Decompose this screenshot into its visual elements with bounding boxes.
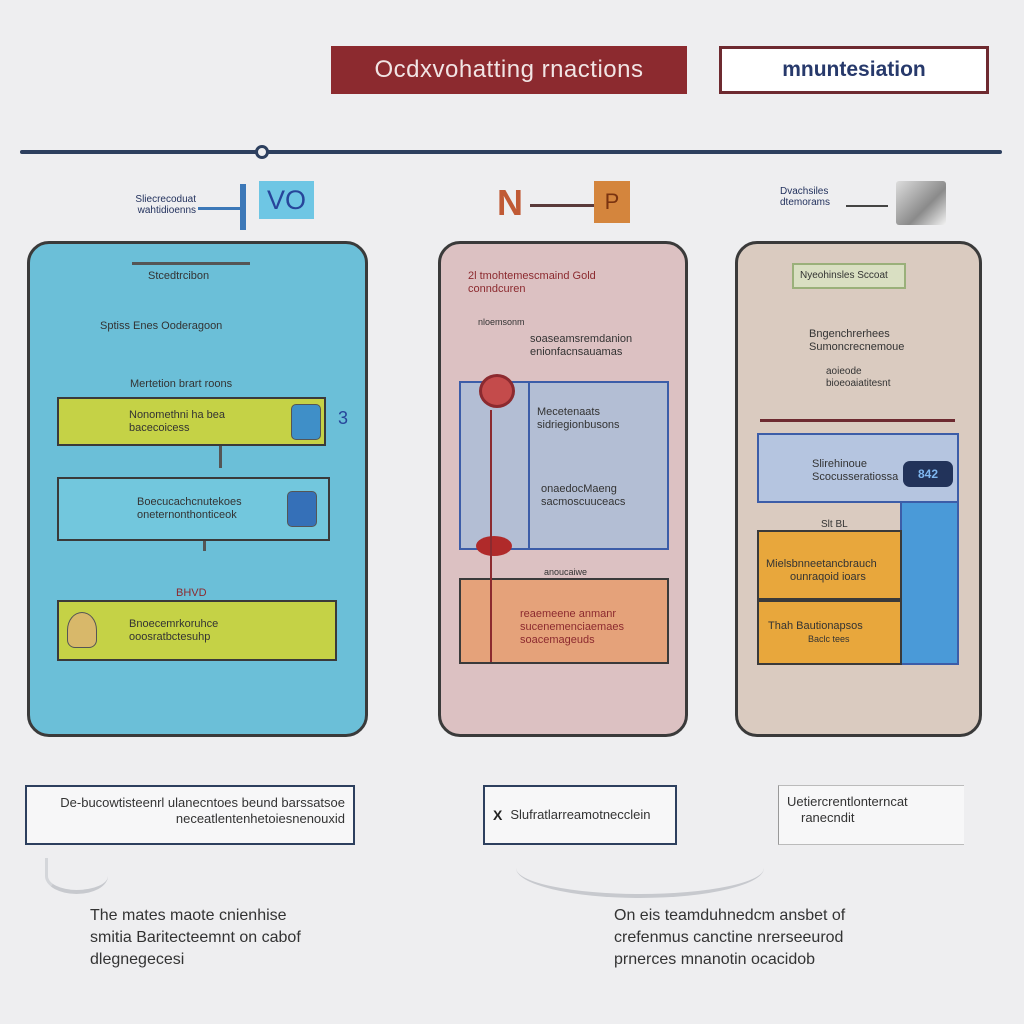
panel2-orange-box: [459, 578, 669, 664]
caption1-line1: De-bucowtisteenrl ulanecntoes beund bars…: [60, 795, 345, 810]
panel1-row-2: Boecucachcnutekoes oneternonthonticeok: [57, 477, 330, 541]
panel1-row2-line1: Boecucachcnutekoes: [137, 496, 242, 508]
diagram-title: Ocdxvohatting rnactions: [331, 46, 687, 94]
panel2-blue-box: [459, 381, 669, 550]
panel1-number: 3: [338, 408, 349, 428]
caption3-line2: ranecndit: [801, 810, 855, 825]
panel1-header-line: [132, 262, 250, 265]
panel3-orange-box-1: [757, 530, 902, 600]
panel2-box-text1-line1: Mecetenaats: [537, 406, 600, 418]
close-icon: X: [493, 807, 503, 823]
panel1-row2-line2: oneternonthonticeok: [137, 509, 237, 521]
panel1-row3-line2: ooosratbctesuhp: [129, 630, 211, 643]
panel3-display-screen: 842: [903, 461, 953, 487]
panel3-text2-line2: bioeoaiatitesnt: [826, 378, 891, 389]
caption3-line1: Uetiercrentlonterncat: [787, 794, 908, 809]
panel2-note: nloemsonm: [478, 317, 525, 327]
panel2-sub-line2: enionfacnsauamas: [530, 346, 623, 358]
panel3-text1-line1: Bngenchrerhees: [809, 328, 890, 340]
panel2-header-line1: 2l tmohtemescmaind Gold: [468, 270, 596, 282]
panel3-text-1: Bngenchrerhees Sumoncrecnemoue: [809, 328, 904, 354]
panel1-arrow-1: [219, 446, 222, 468]
panel3-header: Nyeohinsles Sccoat: [792, 263, 906, 289]
footer-left-line3: dlegnegecesi: [90, 951, 185, 968]
footer-left-line2: smitia Baritecteemnt on cabof: [90, 929, 301, 946]
timeline-bar: [20, 150, 1002, 154]
caption-2: X Slufratlarreamotnecclein: [483, 785, 677, 845]
caption2-text: Slufratlarreamotnecclein: [510, 807, 651, 822]
panel3-equipment-rack: [760, 372, 955, 422]
panel3-orange2-line1: Thah Bautionapsos: [768, 620, 863, 632]
panel2-box-text-1: Mecetenaats sidriegionbusons: [537, 406, 620, 432]
panel3-orange1-line2: ounraqoid ioars: [790, 571, 866, 583]
column3-equipment-image: [896, 181, 946, 225]
panel1-header: Stcedtrcibon: [148, 270, 210, 282]
device-icon: [287, 491, 317, 527]
column3-label: Dvachsiles dtemorams: [780, 186, 831, 208]
panel2-orange-line3: soacemageuds: [520, 634, 595, 646]
panel3-blue-line2: Scocusseratiossa: [812, 471, 899, 483]
panel3-orange1-text: Mielsbnneetancbrauch ounraqoid ioars: [766, 558, 877, 584]
column1-label: Sliecrecoduat wahtidioenns: [135, 194, 196, 216]
panel1-row1-line1: Nonomethni ha bea: [129, 408, 226, 421]
panel3-text2-line1: aoieode: [826, 366, 862, 377]
curve-arrow-2: [516, 838, 764, 898]
beaker-icon: [67, 612, 97, 648]
panel1-row3-label: BHVD: [176, 587, 207, 599]
column2-badge: P: [594, 181, 630, 223]
panel3-orange1-line1: Mielsbnneetancbrauch: [766, 558, 877, 570]
column2-connector: [530, 204, 596, 207]
title-tag: mnuntesiation: [719, 46, 989, 94]
column1-badge: VO: [259, 181, 314, 219]
panel2-box-divider: [528, 383, 530, 548]
panel1-row-1: Nonomethni ha bea bacecoicess: [57, 397, 326, 446]
panel3-text-2: aoieode bioeoaiatitesnt: [826, 366, 891, 390]
panel2-sub: soaseamsremdanion enionfacnsauamas: [530, 333, 632, 359]
panel3-mid-label: Slt BL: [821, 519, 848, 530]
panel3-orange2-text: Thah Bautionapsos Baclc tees: [768, 620, 863, 646]
panel1-row3-line1: Bnoecemrkoruhce: [129, 617, 219, 630]
panel2-header: 2l tmohtemescmaind Gold conndcuren: [468, 270, 668, 296]
red-flask-icon: [479, 374, 515, 408]
panel1-subtitle: Sptiss Enes Ooderagoon: [100, 320, 223, 332]
panel3-orange2-line2: Baclc tees: [808, 634, 850, 644]
panel1-arrow-2: [203, 541, 206, 551]
footer-right: On eis teamduhnedcm ansbet of crefenmus …: [614, 905, 904, 971]
caption-1: De-bucowtisteenrl ulanecntoes beund bars…: [25, 785, 355, 845]
panel2-vertical-line: [490, 410, 492, 662]
panel2-box-text1-line2: sidriegionbusons: [537, 419, 620, 431]
panel2-orange-line1: reaemeene anmanr: [520, 608, 617, 620]
caption-3: Uetiercrentlonterncat ranecndit: [778, 785, 964, 845]
red-drop-icon: [476, 536, 512, 556]
flask-icon: [291, 404, 321, 440]
curve-arrow-1: [45, 858, 108, 894]
footer-left: The mates maote cnienhise smitia Baritec…: [90, 905, 360, 971]
panel1-row-3: Bnoecemrkoruhce ooosratbctesuhp: [57, 600, 337, 661]
panel3-blue-text: Slirehinoue Scocusseratiossa: [812, 458, 898, 484]
panel2-box-text2-line2: sacmoscuuceacs: [541, 496, 626, 508]
footer-right-line2: crefenmus canctine nrerseeurod: [614, 929, 844, 946]
panel3-orange-box-2: [757, 600, 902, 665]
panel3-blue-line1: Slirehinoue: [812, 458, 868, 470]
column3-connector: [846, 205, 888, 207]
panel2-box-text-2: onaedocMaeng sacmoscuuceacs: [541, 483, 625, 509]
panel1-note: Mertetion brart roons: [130, 378, 233, 390]
column1-bar: [240, 184, 246, 230]
column2-letter: N: [497, 182, 523, 223]
column1-connector: [198, 207, 242, 210]
timeline-knob: [255, 145, 269, 159]
panel1-row1-line2: bacecoicess: [129, 421, 190, 434]
panel2-header-line2: conndcuren: [468, 283, 526, 295]
panel3-text1-line2: Sumoncrecnemoue: [809, 341, 905, 353]
footer-right-line1: On eis teamduhnedcm ansbet of: [614, 907, 846, 924]
panel2-sub-line1: soaseamsremdanion: [530, 333, 633, 345]
panel2-box-text2-line1: onaedocMaeng: [541, 483, 617, 495]
panel2-orange-line2: sucenemenciaemaes: [520, 621, 624, 633]
footer-right-line3: prnerces mnanotin ocacidob: [614, 951, 816, 968]
panel2-label: anoucaiwe: [544, 567, 588, 577]
panel2-orange-text: reaemeene anmanr sucenemenciaemaes soace…: [520, 608, 624, 647]
caption1-line2: neceatlentenhetoiesnenouxid: [175, 811, 345, 826]
footer-left-line1: The mates maote cnienhise: [90, 907, 287, 924]
